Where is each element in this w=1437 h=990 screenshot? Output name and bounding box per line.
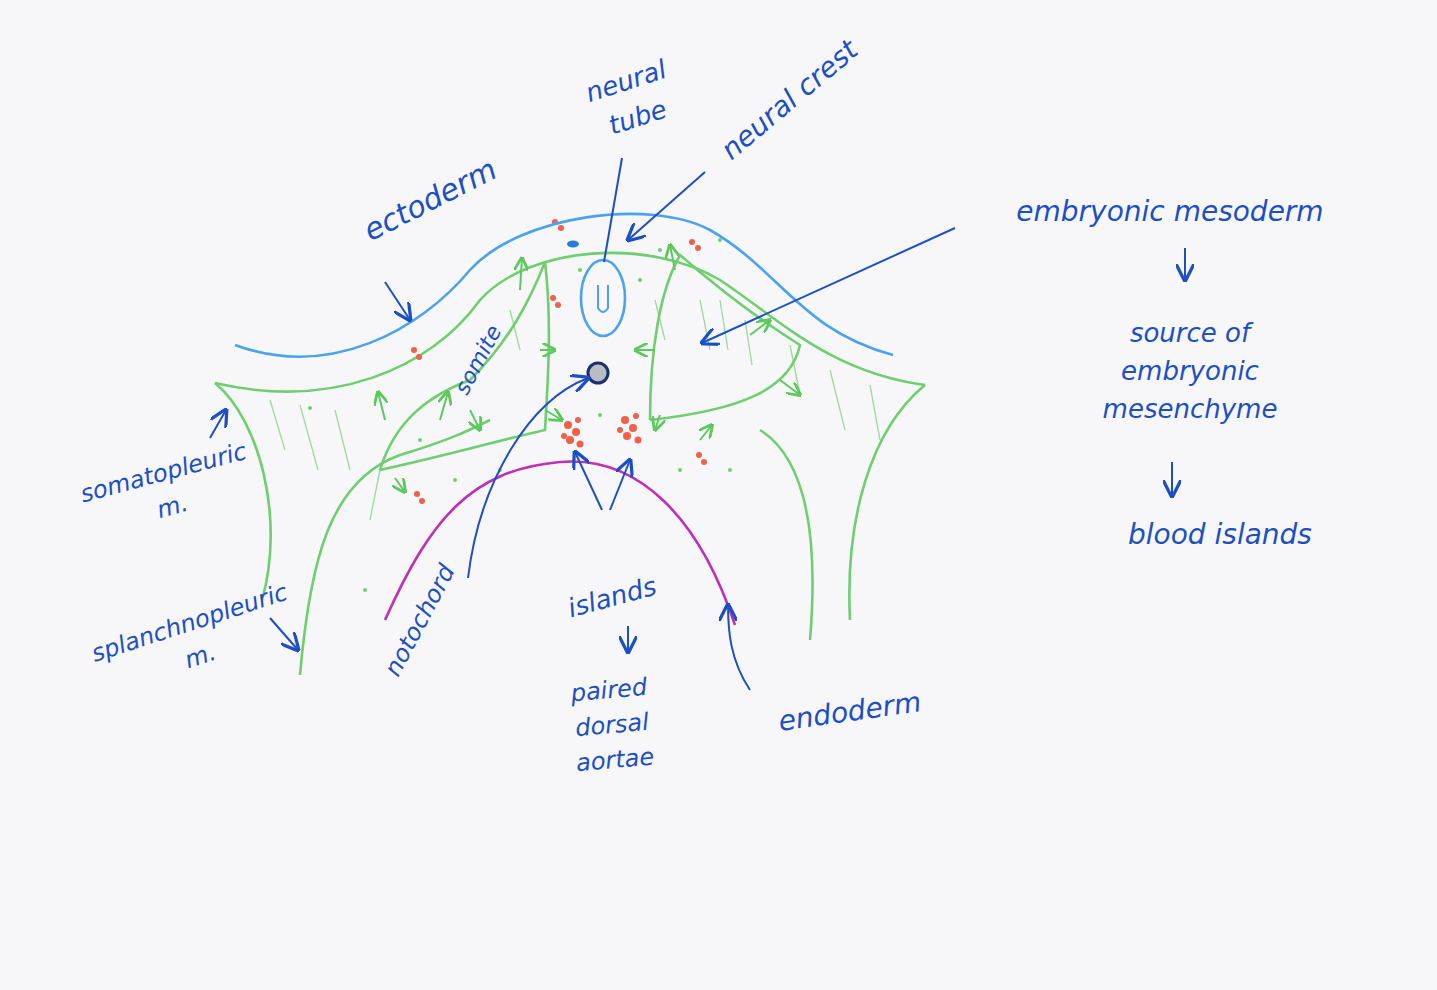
mesenchyme-dot [578, 268, 582, 272]
neural-tube [581, 260, 625, 336]
mesenchyme-dot [363, 588, 367, 592]
notochord [588, 363, 608, 383]
migration-arrow [750, 320, 770, 335]
migration-arrow [545, 410, 562, 420]
part-label: islands [563, 568, 660, 628]
part-label: notochord [376, 558, 464, 682]
flow-arrow [1171, 462, 1173, 496]
mesenchyme-dots [308, 238, 732, 592]
flow-arrow [1184, 248, 1186, 280]
part-label: somite [446, 320, 509, 401]
part-label: source of embryonic mesenchyme [1085, 315, 1295, 428]
blood-cell [617, 427, 623, 433]
part-label: neural crest [713, 31, 868, 170]
mesoderm-outline [215, 253, 925, 675]
mesenchyme-dot [718, 238, 722, 242]
leader-line [468, 378, 588, 578]
blood-cell [629, 424, 637, 432]
blood-cell [701, 459, 707, 465]
leader-lines [210, 158, 1185, 690]
leader-line [604, 158, 622, 262]
migration-arrow [378, 392, 385, 420]
blood-cell [689, 239, 695, 245]
blood-cell [564, 421, 572, 429]
hatch-lines [270, 300, 880, 520]
leader-line [575, 452, 602, 510]
blood-cell [621, 416, 629, 424]
blood-cell [572, 428, 580, 436]
migration-arrow [780, 380, 800, 395]
leader-line [610, 460, 630, 510]
migration-arrow [395, 478, 405, 492]
mesoderm-hatch [270, 300, 880, 520]
neural-crest-cells [567, 241, 579, 248]
part-label: splanchnopleuric m. [84, 574, 305, 705]
migration-arrow [440, 392, 448, 420]
leader-line [210, 410, 226, 438]
mesenchyme-dot [658, 248, 662, 252]
part-label: blood islands [1128, 515, 1312, 556]
neural-canal [598, 285, 608, 312]
part-label: somatopleuric m. [62, 431, 273, 550]
blood-cell [635, 437, 642, 444]
blood-cell [575, 417, 581, 423]
mesenchyme-dot [598, 413, 602, 417]
part-label: paired dorsal aortae [548, 668, 677, 782]
ectoderm-layer [235, 214, 893, 357]
part-label: neural tube [568, 47, 696, 153]
leader-line [385, 282, 410, 320]
migration-arrow [540, 349, 555, 351]
part-label: ectoderm [356, 148, 504, 252]
migration-arrow [700, 425, 712, 440]
blood-cell [550, 295, 556, 301]
blood-cell [623, 432, 631, 440]
part-label: embryonic mesoderm [1016, 192, 1323, 233]
blood-cell [696, 452, 702, 458]
part-label: endoderm [776, 682, 924, 742]
blood-cell [561, 433, 567, 439]
blood-cell [414, 491, 420, 497]
mesenchyme-dot [308, 406, 312, 410]
flow-arrow [627, 626, 629, 652]
blood-cell [411, 347, 417, 353]
mesenchyme-dot [638, 278, 642, 282]
somatic-layer [215, 253, 925, 392]
blood-cell [555, 302, 561, 308]
mesenchyme-dot [418, 438, 422, 442]
blood-cell [419, 498, 425, 504]
blood-cell [566, 436, 574, 444]
mesenchyme-dot [678, 468, 682, 472]
blood-cell [558, 225, 564, 231]
blood-cell [416, 354, 422, 360]
migration-arrow [635, 349, 655, 351]
migration-arrow [655, 415, 660, 430]
somite-outline [650, 255, 800, 420]
blood-cell [695, 245, 701, 251]
leader-line [628, 172, 705, 240]
mesenchyme-dot [728, 468, 732, 472]
leader-line [728, 605, 750, 690]
migration-arrows [378, 245, 800, 492]
somatic-layer [849, 385, 925, 620]
migration-arrow [670, 245, 675, 270]
mesenchyme-dot [453, 478, 457, 482]
somite-outline [380, 262, 549, 470]
leader-line [702, 228, 955, 343]
migration-arrow [470, 410, 480, 430]
migration-arrow [520, 258, 522, 290]
blood-cell [633, 413, 639, 419]
blood-cell [577, 441, 584, 448]
splanchnic-layer [760, 430, 813, 640]
